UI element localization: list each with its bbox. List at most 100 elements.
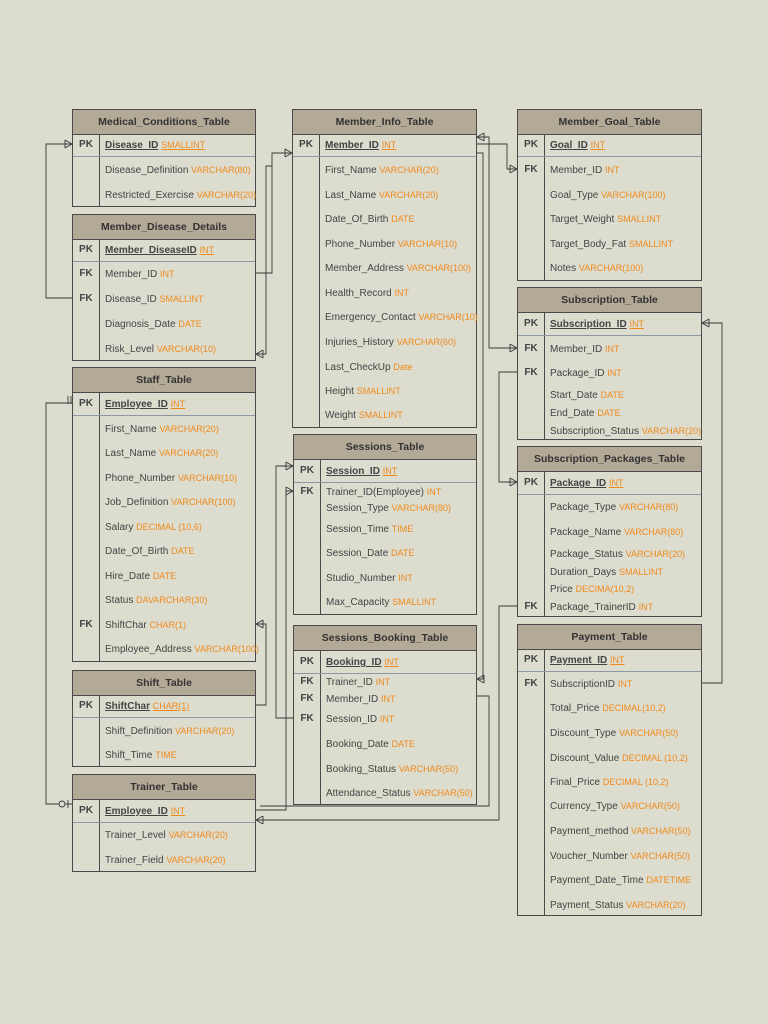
- field-row[interactable]: Payment_Status VARCHAR(20): [518, 898, 701, 912]
- field-row[interactable]: Currency_Type VARCHAR(50): [518, 799, 701, 813]
- field-row[interactable]: Weight SMALLINT: [293, 408, 476, 422]
- table-title: Subscription_Table: [518, 288, 701, 313]
- field-row[interactable]: Session_Type VARCHAR(80): [294, 501, 476, 515]
- field-row[interactable]: Hire_Date DATE: [73, 569, 255, 583]
- field-row[interactable]: Date_Of_Birth DATE: [293, 212, 476, 226]
- field-row[interactable]: Notes VARCHAR(100): [518, 261, 701, 275]
- field-row[interactable]: Last_Name VARCHAR(20): [73, 446, 255, 460]
- field-row[interactable]: Employee_Address VARCHAR(100): [73, 642, 259, 656]
- field-row[interactable]: Target_Body_Fat SMALLINT: [518, 237, 701, 251]
- field-row[interactable]: Status DAVARCHAR(30): [73, 593, 255, 607]
- field-row[interactable]: Total_Price DECIMAL(10,2): [518, 701, 701, 715]
- field-row[interactable]: Attendance_Status VARCHAR(50): [294, 786, 476, 800]
- field-entry: Member_ID INT: [550, 163, 620, 178]
- field-row[interactable]: Goal_Type VARCHAR(100): [518, 188, 701, 202]
- field-row[interactable]: Trainer_Level VARCHAR(20): [73, 828, 255, 842]
- field-row[interactable]: Studio_Number INT: [294, 571, 476, 585]
- field-row[interactable]: Start_Date DATE: [518, 388, 701, 402]
- field-row[interactable]: Health_Record INT: [293, 286, 476, 300]
- field-row[interactable]: Session_Date DATE: [294, 546, 476, 560]
- field-row[interactable]: Shift_Definition VARCHAR(20): [73, 724, 255, 738]
- field-entry: Target_Body_Fat SMALLINT: [550, 237, 673, 252]
- field-row[interactable]: Subscription_Status VARCHAR(20): [518, 424, 701, 438]
- field-row[interactable]: Risk_Level VARCHAR(10): [73, 342, 255, 356]
- key-column: [293, 135, 320, 428]
- field-row[interactable]: Phone_Number VARCHAR(10): [73, 471, 255, 485]
- field-row[interactable]: Package_Status VARCHAR(20): [518, 547, 701, 561]
- field-row[interactable]: Payment_method VARCHAR(50): [518, 824, 701, 838]
- field-row[interactable]: Salary DECIMAL (10,6): [73, 520, 255, 534]
- field-row[interactable]: Final_Price DECIMAL (10,2): [518, 775, 701, 789]
- field-row[interactable]: Booking_Status VARCHAR(50): [294, 762, 476, 776]
- field-row[interactable]: Emergency_Contact VARCHAR(10): [293, 310, 478, 324]
- field-entry: Package_ID INT: [550, 476, 623, 491]
- field-row[interactable]: Session_Time TIME: [294, 522, 476, 536]
- field-row[interactable]: Height SMALLINT: [293, 384, 476, 398]
- field-row[interactable]: First_Name VARCHAR(20): [73, 422, 255, 436]
- field-row[interactable]: Disease_Definition VARCHAR(80): [73, 163, 255, 177]
- field-row[interactable]: Price DECIMA(10,2): [518, 582, 701, 596]
- field-row[interactable]: End_Date DATE: [518, 406, 701, 420]
- field-row[interactable]: Payment_Date_Time DATETIME: [518, 873, 701, 887]
- field-row[interactable]: Diagnosis_Date DATE: [73, 317, 255, 331]
- field-row[interactable]: Restricted_Exercise VARCHAR(20): [73, 188, 256, 202]
- field-row[interactable]: Duration_Days SMALLINT: [518, 565, 701, 579]
- field-row[interactable]: Date_Of_Birth DATE: [73, 544, 255, 558]
- field-row[interactable]: Trainer_Field VARCHAR(20): [73, 853, 255, 867]
- field-row[interactable]: Voucher_Number VARCHAR(50): [518, 849, 701, 863]
- field-type: INT: [382, 466, 398, 476]
- field-row[interactable]: Booking_Date DATE: [294, 737, 476, 751]
- field-row[interactable]: First_Name VARCHAR(20): [293, 163, 476, 177]
- field-row[interactable]: Job_Definition VARCHAR(100): [73, 495, 255, 509]
- field-row[interactable]: Discount_Type VARCHAR(50): [518, 726, 701, 740]
- field-row[interactable]: Package_Type VARCHAR(80): [518, 500, 701, 514]
- field-row[interactable]: Target_Weight SMALLINT: [518, 212, 701, 226]
- field-row[interactable]: Member_Address VARCHAR(100): [293, 261, 476, 275]
- field-row[interactable]: Shift_Time TIME: [73, 748, 255, 762]
- field-row[interactable]: Discount_Value DECIMAL (10,2): [518, 751, 701, 765]
- field-row[interactable]: Max_Capacity SMALLINT: [294, 595, 476, 609]
- field-row[interactable]: Last_CheckUp Date: [293, 360, 476, 374]
- field-row[interactable]: Injuries_History VARCHAR(60): [293, 335, 476, 349]
- field-row[interactable]: Package_Name VARCHAR(80): [518, 525, 701, 539]
- field-row[interactable]: Phone_Number VARCHAR(10): [293, 237, 476, 251]
- field-row[interactable]: Last_Name VARCHAR(20): [293, 188, 476, 202]
